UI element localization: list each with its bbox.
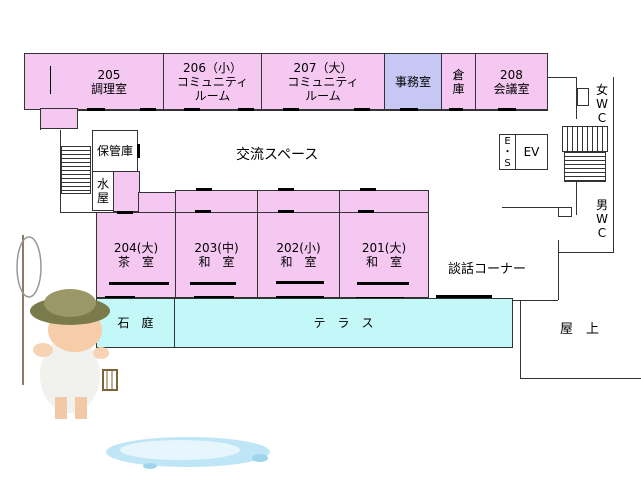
stone-garden-label: 石 庭 [117,316,154,330]
wall [613,77,614,252]
wall [548,77,576,78]
door [140,108,156,111]
room-201-top [339,190,429,213]
puddle-illustration [106,437,270,469]
rooftop-label: 屋 上 [560,322,600,337]
room-202[interactable]: 202(小) 和 室 [257,212,340,298]
wall [50,66,51,94]
stairs-left [61,146,91,194]
wall [520,300,521,378]
room-207-label: 207（大） コミュニティ ルーム [287,60,359,103]
office[interactable]: 事務室 [384,53,442,110]
room-203-top [175,190,258,213]
women-wc-label: 女 W C [595,83,608,125]
elevator[interactable]: EV [515,134,548,170]
room-207[interactable]: 207（大） コミュニティ ルーム [261,53,385,110]
room-208[interactable]: 208 会議室 [475,53,548,110]
wall [60,212,110,213]
room-206-label: 206（小） コミュニティ ルーム [176,60,249,103]
men-wc-label: 男 W C [595,198,608,240]
elevator-label: EV [523,145,540,159]
door [498,108,516,111]
door [436,295,492,298]
door [184,108,200,111]
storage-label: 倉 庫 [452,67,465,96]
wall [78,110,548,111]
child-with-bug-net-illustration [16,235,118,419]
room-204-top [138,192,176,213]
water-room-label: 水 屋 [96,177,109,205]
door [278,210,294,213]
talk-corner-label: 談話コーナー [448,262,527,277]
nursery-storage-label: 保管庫 [96,144,133,158]
door [358,210,374,213]
water-room-annex [113,171,140,212]
escalator-label: E ・ S [502,135,513,169]
water-room[interactable]: 水 屋 [92,171,114,211]
door [117,211,133,214]
room-204-label: 204(大) 茶 室 [113,241,159,269]
door [137,144,140,158]
wall [520,378,641,379]
terrace[interactable]: テ ラ ス [174,298,513,348]
office-label: 事務室 [394,74,431,89]
door [276,296,324,299]
wall [558,252,614,253]
room-201-label: 201(大) 和 室 [361,241,407,269]
stair-landing [577,88,589,106]
room-203-label: 203(中) 和 室 [194,241,239,269]
stairs-right-lower [564,152,606,182]
escalator: E ・ S [499,134,516,170]
room-208-label: 208 会議室 [493,67,530,96]
room-206[interactable]: 206（小） コミュニティ ルーム [163,53,262,110]
door [276,281,324,284]
wall [502,207,558,208]
nursery-storage[interactable]: 保管庫 [92,130,138,172]
door [283,108,299,111]
door [87,108,105,111]
storage[interactable]: 倉 庫 [441,53,476,110]
wall [576,160,577,215]
stairs-right [562,126,608,152]
door [278,188,294,191]
room-201[interactable]: 201(大) 和 室 [339,212,429,298]
door [354,108,370,111]
room-202-label: 202(小) 和 室 [276,241,321,269]
door [195,210,211,213]
wall [558,240,559,300]
door [360,188,376,191]
door [357,282,409,285]
stair-landing-lower [558,207,572,217]
door [196,188,212,191]
door [194,296,234,299]
room-205[interactable]: 205 調理室 [24,53,164,110]
room-205-annex [40,108,78,129]
wall [60,130,61,212]
room-203[interactable]: 203(中) 和 室 [175,212,258,298]
wall [576,77,577,119]
door [105,296,135,299]
door [109,282,169,285]
door [190,282,236,285]
exchange-space-label: 交流スペース [236,147,319,163]
room-202-top [257,190,340,213]
door [449,108,463,111]
door [238,108,254,111]
terrace-label: テ ラ ス [313,316,374,330]
door [400,108,418,111]
room-205-label: 205 調理室 [90,67,127,96]
